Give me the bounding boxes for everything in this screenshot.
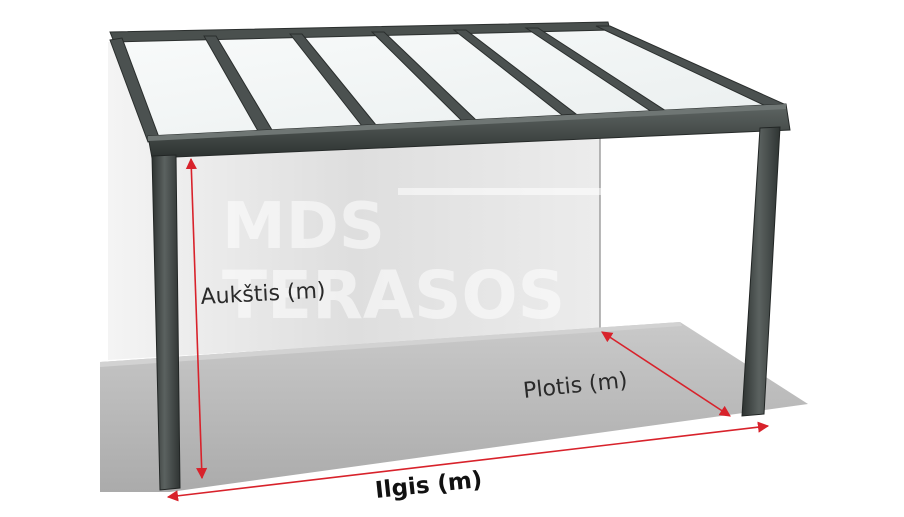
front-beam [147,103,791,159]
watermark-bar [398,188,680,195]
roof-rafters [109,25,786,143]
watermark: MDS TERASOS [222,188,680,334]
front-beam-top [148,104,786,141]
floor-back-edge [100,322,682,367]
watermark-line2: TERASOS [222,257,565,334]
rafter-5 [452,29,578,116]
length-label: Ilgis (m) [374,467,484,504]
watermark-line1: MDS [222,190,385,264]
post-right [741,126,781,417]
width-dimension-line [601,331,731,417]
length-dimension-line [166,421,770,502]
